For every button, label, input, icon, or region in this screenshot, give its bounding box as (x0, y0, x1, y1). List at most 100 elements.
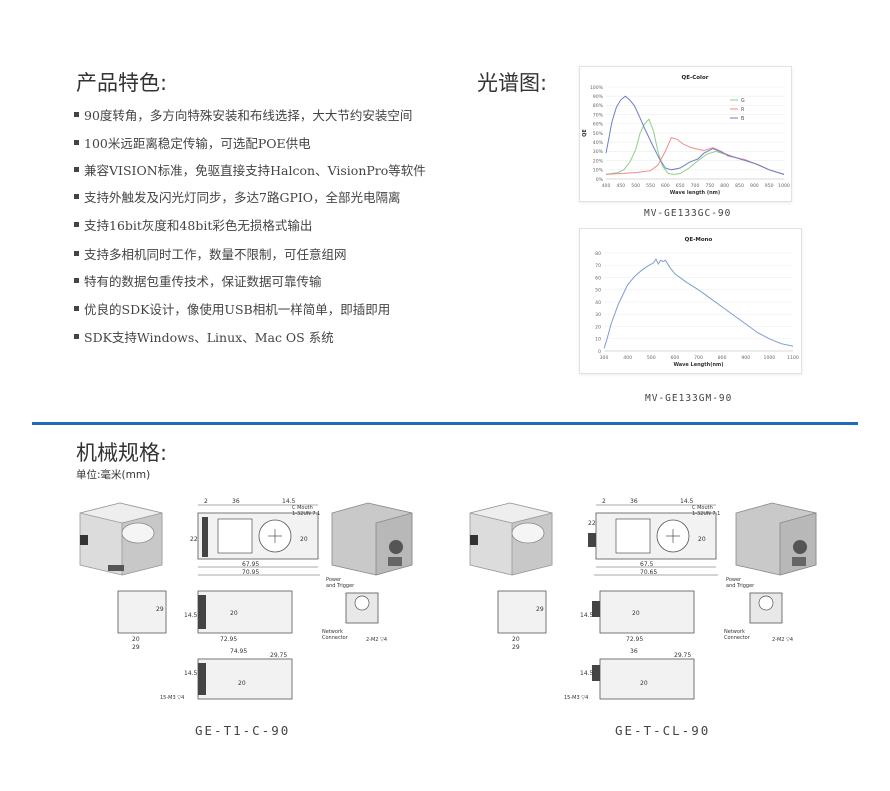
dim-70-65-right: 70.65 (640, 569, 657, 576)
feature-text: 90度转角，多方向特殊安装和布线选择，大大节约安装空间 (84, 108, 413, 123)
y-tick-label: 100% (590, 85, 604, 91)
bottom-view-left (197, 658, 293, 700)
legend-label: G (741, 98, 745, 104)
x-tick-label: 1100 (787, 355, 799, 361)
y-tick-label: 10 (595, 337, 601, 343)
feature-item: 优良的SDK设计，像使用USB相机一样简单，即插即用 (74, 299, 390, 318)
feature-item: 90度转角，多方向特殊安装和布线选择，大大节约安装空间 (74, 105, 412, 124)
y-tick-label: 90% (593, 94, 604, 100)
power-label-right: Power (726, 577, 742, 583)
features-title: 产品特色: (76, 71, 168, 95)
mono-chart-caption: MV-GE133GM-90 (645, 393, 733, 404)
feature-text: SDK支持Windows、Linux、Mac OS 系统 (84, 330, 334, 345)
bullet-square-icon (74, 112, 79, 117)
x-tick-label: 300 (600, 355, 609, 361)
bullet-square-icon (74, 194, 79, 199)
thread-side-right: 15-M3 ▽4 (564, 695, 588, 701)
y-tick-label: 30 (595, 312, 601, 318)
dim-20-left-b: 20 (132, 636, 140, 643)
drawing-left: 2 36 14.5 C Mouth 1-32UN 7.1 22 20 67.95… (79, 498, 413, 701)
dim-29-75-right: 29.75 (674, 652, 691, 659)
dim-2-left: 2 (204, 498, 208, 505)
trigger-label-right: and Trigger (726, 583, 755, 589)
bottom-view-right (599, 658, 695, 700)
model-left: GE-T1-C-90 (195, 723, 291, 738)
bullet-square-icon (74, 251, 79, 256)
top-view-right (599, 590, 695, 634)
x-tick-label: 500 (631, 183, 640, 189)
x-tick-label: 850 (735, 183, 744, 189)
bullet-square-icon (74, 334, 79, 339)
dim-36-left: 36 (232, 498, 240, 505)
camera-iso-render-left (79, 502, 163, 576)
feature-item: 特有的数据包重传技术，保证数据可靠传输 (74, 271, 322, 290)
y-tick-label: 30% (593, 149, 604, 155)
side-view-right (497, 590, 547, 634)
camera-iso-render-right (469, 502, 553, 576)
y-tick-label: 70% (593, 112, 604, 118)
dim-29-left-a: 29 (156, 606, 164, 613)
series-line (605, 136, 785, 175)
c-mount-label-right: C Mouth (692, 505, 713, 511)
c-thread-label-left: 1-32UN 7.1 (292, 511, 320, 517)
series-line (603, 258, 794, 349)
camera-rear-render-left (331, 502, 413, 576)
y-tick-label: 50 (595, 288, 601, 294)
dim-20-left-a: 20 (300, 536, 308, 543)
y-tick-label: 70 (595, 263, 601, 269)
dim-22-left: 22 (190, 536, 198, 543)
dim-67-95-left: 67.95 (242, 561, 259, 568)
feature-text: 100米远距离稳定传输，可选配POE供电 (84, 136, 311, 151)
camera-rear-render-right (735, 502, 817, 576)
series-line (605, 118, 785, 175)
dim-14-5-left-c: 14.5 (184, 670, 198, 677)
mechanical-title: 机械规格: (76, 441, 168, 465)
dim-29-75-left: 29.75 (270, 652, 287, 659)
model-right: GE-T-CL-90 (615, 723, 711, 738)
dim-67-5-right: 67.5 (640, 561, 654, 568)
feature-item: 100米远距离稳定传输，可选配POE供电 (74, 133, 311, 152)
y-tick-label: 50% (593, 131, 604, 137)
dim-20-right-a: 20 (698, 536, 706, 543)
dim-70-95-left: 70.95 (242, 569, 259, 576)
dim-74-95-left: 74.95 (230, 648, 247, 655)
dim-29-right-b: 29 (512, 644, 520, 651)
x-tick-label: 500 (647, 355, 656, 361)
dim-36-right-b: 36 (630, 648, 638, 655)
dim-14-5-right-c: 14.5 (580, 670, 594, 677)
network-label-right: Network (724, 629, 745, 635)
y-tick-label: 80 (595, 251, 601, 257)
series-line (605, 95, 785, 175)
y-tick-label: 40% (593, 140, 604, 146)
x-tick-label: 650 (676, 183, 685, 189)
x-tick-label: 800 (718, 355, 727, 361)
dim-29-left-b: 29 (132, 644, 140, 651)
y-tick-label: 60% (593, 122, 604, 128)
connector-label-right: Connector (724, 635, 751, 641)
legend-label: R (741, 107, 745, 113)
x-tick-label: 700 (691, 183, 700, 189)
feature-text: 支持16bit灰度和48bit彩色无损格式输出 (84, 218, 313, 233)
thread-m2-right: 2-M2 ▽4 (772, 637, 793, 643)
spectrum-title: 光谱图: (477, 71, 548, 95)
section-divider (32, 422, 858, 425)
dim-20-left-c: 20 (230, 610, 238, 617)
feature-text: 特有的数据包重传技术，保证数据可靠传输 (84, 274, 322, 289)
bullet-square-icon (74, 167, 79, 172)
x-tick-label: 950 (765, 183, 774, 189)
drawing-right: 2 36 14.5 C Mouth 1-32UN 7.1 22 20 67.5 … (469, 498, 817, 701)
y-tick-label: 10% (593, 168, 604, 174)
chart-title: QE-Color (682, 75, 709, 81)
chart-title: QE-Mono (685, 237, 713, 243)
dim-72-95-left: 72.95 (220, 636, 237, 643)
y-tick-label: 80% (593, 103, 604, 109)
dim-72-95-right: 72.95 (626, 636, 643, 643)
feature-item: 支持多相机同时工作，数量不限制，可任意组网 (74, 244, 347, 263)
dim-22-right: 22 (588, 520, 596, 527)
x-axis-label: Wave Length(nm) (673, 362, 723, 368)
front-view-left (197, 504, 320, 576)
bullet-square-icon (74, 140, 79, 145)
